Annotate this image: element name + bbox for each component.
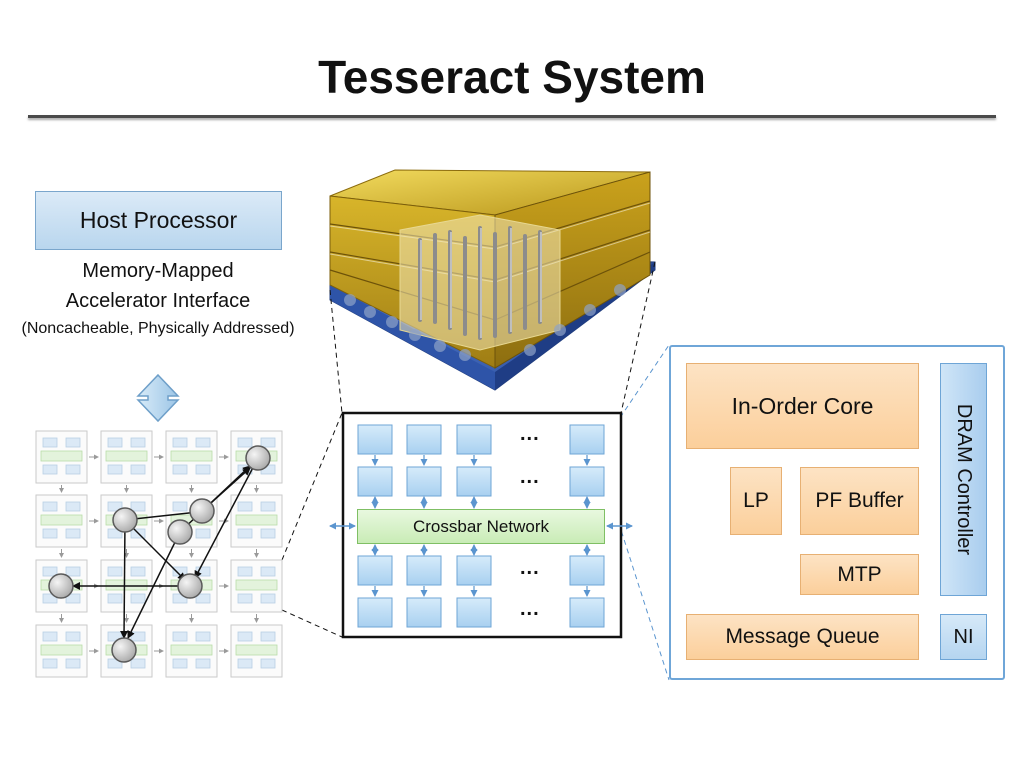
vault-tiles	[357, 424, 605, 628]
page-title: Tesseract System	[318, 51, 706, 103]
in-order-core: In-Order Core	[686, 363, 919, 449]
vault-tile	[569, 424, 605, 455]
title-divider	[28, 115, 996, 118]
mesh-cube	[35, 624, 88, 678]
mesh-cube	[165, 430, 218, 484]
vault-tile	[456, 555, 492, 586]
vault-tile	[569, 597, 605, 628]
interface-label-line1: Memory-Mapped	[82, 260, 234, 282]
vault-tile	[456, 597, 492, 628]
ni-box: NI	[940, 614, 987, 660]
mesh-cube	[230, 624, 283, 678]
zoom-lines-network	[281, 412, 343, 638]
vault-tile	[406, 555, 442, 586]
vault-tile	[357, 597, 393, 628]
vault-tile	[456, 466, 492, 497]
zoom-lines-cube	[329, 261, 656, 414]
vault-tile	[569, 466, 605, 497]
mesh-cube	[230, 559, 283, 613]
crossbar-network: Crossbar Network	[357, 509, 605, 544]
lp-box: LP	[730, 467, 782, 535]
dram-controller-box: DRAM Controller	[940, 363, 987, 596]
vault-tile	[406, 597, 442, 628]
pf-buffer-box: PF Buffer	[800, 467, 919, 535]
interface-label-line2: Accelerator Interface	[65, 290, 251, 312]
ellipsis-row4: ...	[520, 598, 540, 620]
interface-label-line3: (Noncacheable, Physically Addressed)	[21, 320, 295, 337]
vault-tile	[357, 466, 393, 497]
ellipsis-row2: ...	[520, 466, 540, 488]
host-link-double-arrow	[136, 373, 180, 423]
memory-cube-illustration	[329, 169, 656, 391]
mtp-box: MTP	[800, 554, 919, 595]
mesh-cube	[35, 430, 88, 484]
mesh-cube	[165, 624, 218, 678]
message-queue-box: Message Queue	[686, 614, 919, 660]
vault-tile	[569, 555, 605, 586]
vault-tile	[357, 555, 393, 586]
mesh-cube	[35, 494, 88, 548]
vault-tile	[456, 424, 492, 455]
mesh-cube	[230, 494, 283, 548]
ellipsis-row1: ...	[520, 423, 540, 445]
vault-tile	[357, 424, 393, 455]
mesh-cube	[100, 430, 153, 484]
ellipsis-row3: ...	[520, 557, 540, 579]
host-processor-box: Host Processor	[35, 191, 282, 250]
vault-tile	[406, 424, 442, 455]
